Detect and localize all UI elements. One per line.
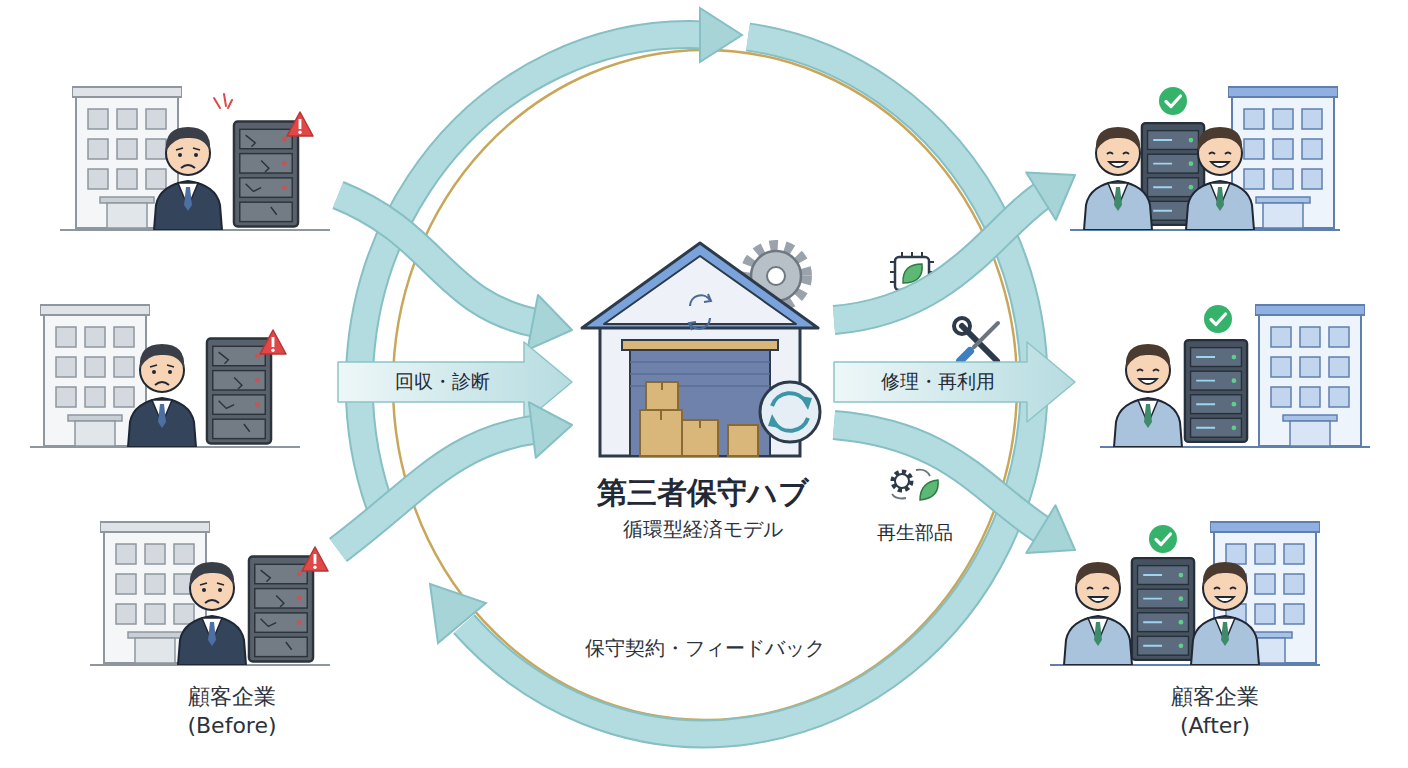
gable-cycle-heads bbox=[689, 294, 711, 330]
door-beam bbox=[622, 340, 778, 350]
customer-before-3 bbox=[90, 522, 330, 665]
arrow-shaft bbox=[338, 195, 539, 324]
office-building bbox=[1255, 305, 1365, 446]
customer-after-2 bbox=[1100, 305, 1370, 447]
customer-group: 顧客企業 (Before) bbox=[35, 70, 338, 750]
recycle-head bbox=[768, 414, 780, 428]
edge-label: 修理・再利用 bbox=[881, 369, 995, 395]
flow-arrow bbox=[338, 402, 572, 550]
node-subtitle: 循環型経済モデル bbox=[572, 516, 834, 542]
screwdriver-handle bbox=[960, 351, 970, 361]
working-server bbox=[1132, 558, 1194, 660]
box-tape bbox=[661, 382, 700, 428]
broken-server bbox=[249, 557, 313, 662]
arrow-shaft bbox=[834, 425, 1046, 532]
happy-person bbox=[1084, 127, 1152, 230]
customer-after-1 bbox=[1070, 87, 1340, 230]
check-icon bbox=[1204, 305, 1232, 333]
flow-arrow bbox=[338, 195, 572, 350]
happy-person bbox=[1186, 127, 1254, 230]
recycle-badge bbox=[760, 382, 820, 442]
arrow-head bbox=[527, 295, 572, 350]
warehouse-gable bbox=[604, 256, 796, 324]
happy-person bbox=[1064, 562, 1132, 665]
small-gear bbox=[895, 474, 909, 488]
tools-icon bbox=[954, 318, 998, 361]
worried-person bbox=[178, 562, 246, 665]
check-icon bbox=[1149, 525, 1177, 553]
flow-arrow bbox=[834, 342, 1075, 422]
worried-person bbox=[154, 127, 222, 230]
flow-arrow bbox=[834, 425, 1075, 553]
working-server bbox=[1185, 340, 1247, 442]
customer-after-3 bbox=[1050, 522, 1320, 665]
worried-person bbox=[128, 344, 196, 447]
alert-marks bbox=[214, 94, 232, 108]
arrow-shaft-edge bbox=[338, 429, 538, 550]
screwdriver-shaft bbox=[974, 323, 998, 347]
cargo-boxes bbox=[640, 382, 758, 456]
cycle-arrowhead bbox=[700, 8, 742, 62]
warehouse-door bbox=[630, 350, 770, 456]
gable-cycle-icon bbox=[690, 295, 710, 328]
maintenance-hub: 第三者保守ハブ循環型経済モデル bbox=[572, 235, 834, 545]
recycle-head bbox=[800, 396, 812, 410]
arrow-head bbox=[529, 402, 572, 458]
arrow-shaft-edge bbox=[834, 193, 1046, 320]
customer-group: 顧客企業 (After) bbox=[1075, 70, 1380, 750]
node-title: 第三者保守ハブ bbox=[572, 473, 834, 512]
broken-server bbox=[234, 122, 298, 227]
customer-before-1 bbox=[60, 87, 330, 230]
flow-arrow bbox=[834, 172, 1075, 320]
wrench-head bbox=[954, 318, 970, 334]
small-gear-teeth bbox=[893, 472, 911, 490]
happy-person bbox=[1114, 344, 1182, 447]
block-arrow bbox=[834, 342, 1075, 422]
node-title: 顧客企業 (Before) bbox=[172, 683, 292, 740]
check-icon bbox=[1159, 87, 1187, 115]
arrow-head bbox=[1026, 505, 1075, 553]
arrow-head bbox=[1026, 172, 1075, 219]
arrow-shaft bbox=[834, 193, 1046, 320]
warehouse-icon bbox=[582, 243, 820, 456]
gear-hole bbox=[767, 267, 785, 285]
node-title: 顧客企業 (After) bbox=[1155, 683, 1275, 740]
cycle-arrowhead bbox=[430, 584, 486, 643]
arrow-shaft-edge bbox=[338, 195, 539, 324]
small-cycle-arrows bbox=[892, 470, 930, 499]
warning-icon bbox=[302, 547, 328, 571]
edge-label: 回収・診断 bbox=[395, 369, 490, 395]
happy-person bbox=[1191, 562, 1259, 665]
arrow-shaft-edge bbox=[834, 425, 1046, 532]
arrow-shaft bbox=[338, 429, 538, 550]
edge-label: 再生部品 bbox=[877, 520, 953, 546]
gear-leaf-icon bbox=[892, 470, 938, 500]
warning-icon bbox=[260, 330, 286, 354]
warehouse-roof bbox=[582, 243, 818, 328]
cycle-ring bbox=[393, 50, 1017, 720]
cycle-label: 保守契約・フィードバック bbox=[585, 635, 825, 662]
small-leaf bbox=[920, 480, 938, 500]
customer-before-2 bbox=[30, 305, 300, 447]
warning-icon bbox=[287, 112, 313, 136]
